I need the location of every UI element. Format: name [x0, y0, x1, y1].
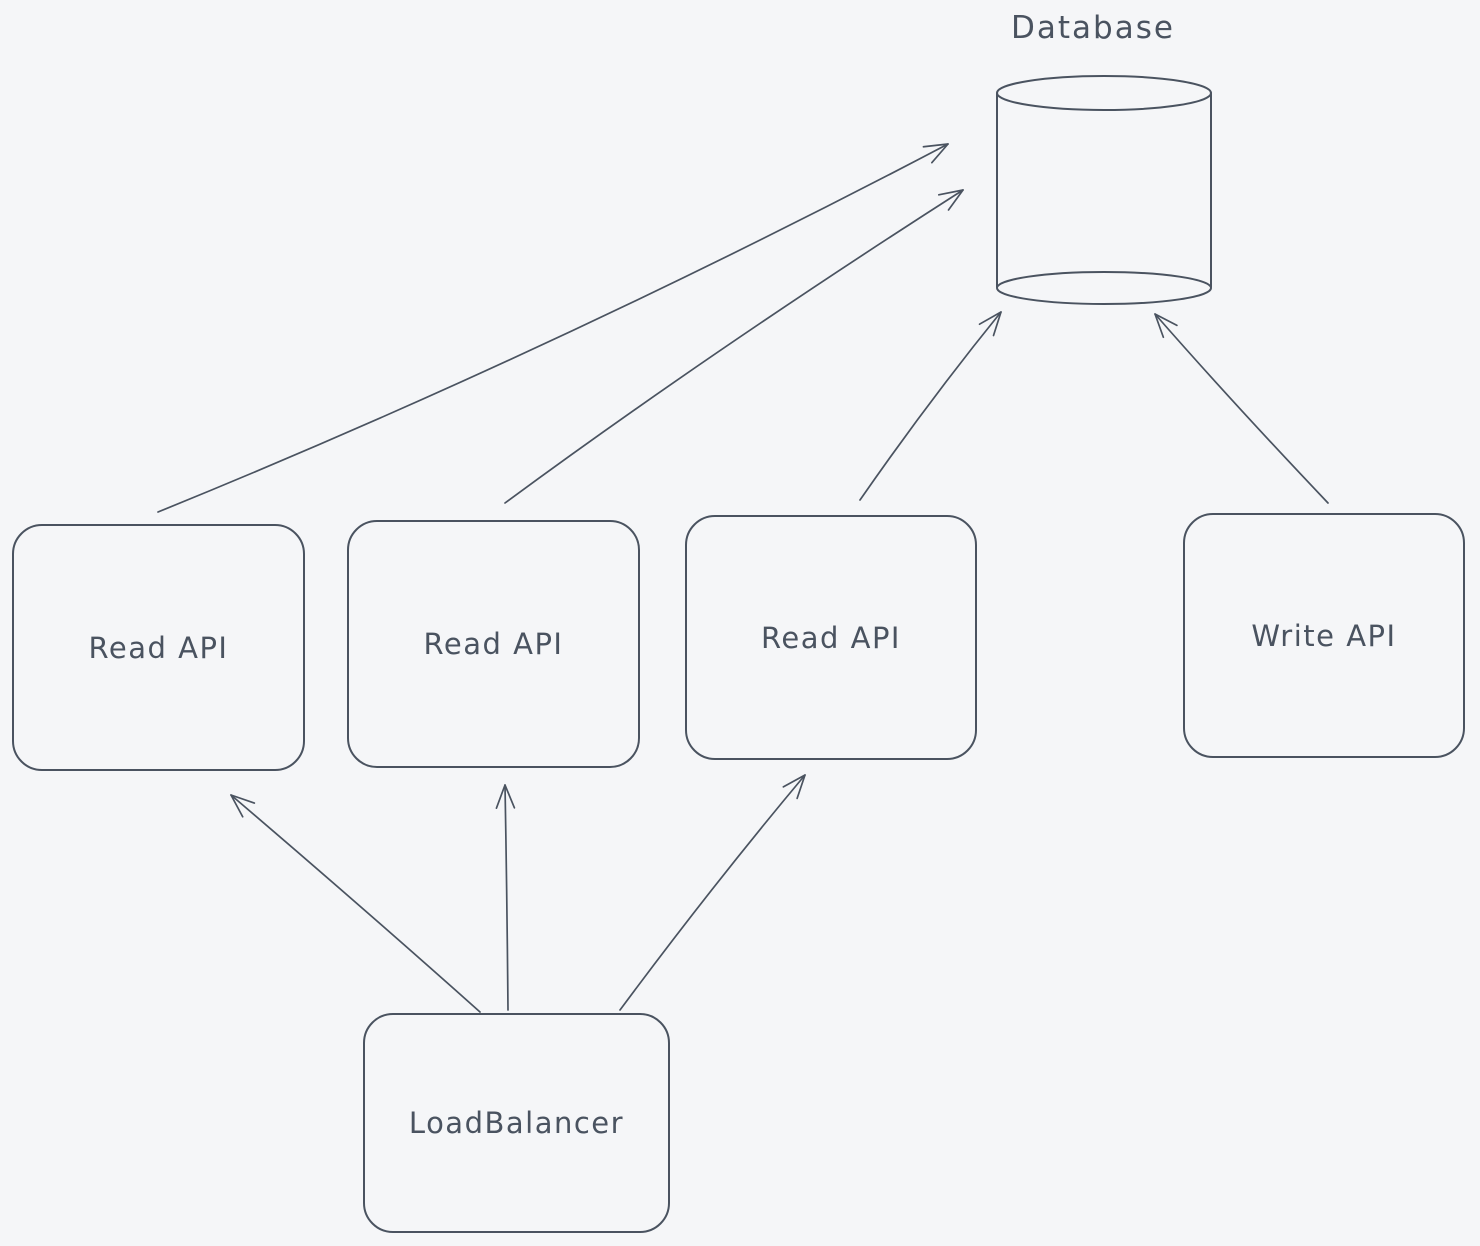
- write-api-label: Write API: [1251, 618, 1397, 653]
- edge-read-api-2-to-database[interactable]: [504, 189, 964, 504]
- edge-read-api-3-to-database[interactable]: [859, 311, 1002, 501]
- load-balancer-label: LoadBalancer: [408, 1106, 625, 1140]
- node-load-balancer[interactable]: LoadBalancer: [363, 1013, 670, 1233]
- edge-write-api-to-database[interactable]: [1154, 313, 1329, 504]
- edge-load-balancer-to-read-api-3[interactable]: [619, 774, 806, 1011]
- node-read-api-3[interactable]: Read API: [685, 515, 977, 760]
- node-write-api[interactable]: Write API: [1183, 513, 1465, 758]
- edge-read-api-1-to-database[interactable]: [157, 143, 949, 513]
- node-database-cylinder[interactable]: [996, 75, 1212, 305]
- node-read-api-1[interactable]: Read API: [12, 524, 305, 771]
- read-api-1-label: Read API: [88, 630, 229, 665]
- read-api-3-label: Read API: [761, 620, 901, 655]
- read-api-2-label: Read API: [423, 627, 564, 661]
- database-label: Database: [1011, 10, 1175, 46]
- edge-load-balancer-to-read-api-2[interactable]: [495, 784, 516, 1011]
- edge-load-balancer-to-read-api-1[interactable]: [230, 794, 481, 1013]
- node-read-api-2[interactable]: Read API: [347, 520, 640, 768]
